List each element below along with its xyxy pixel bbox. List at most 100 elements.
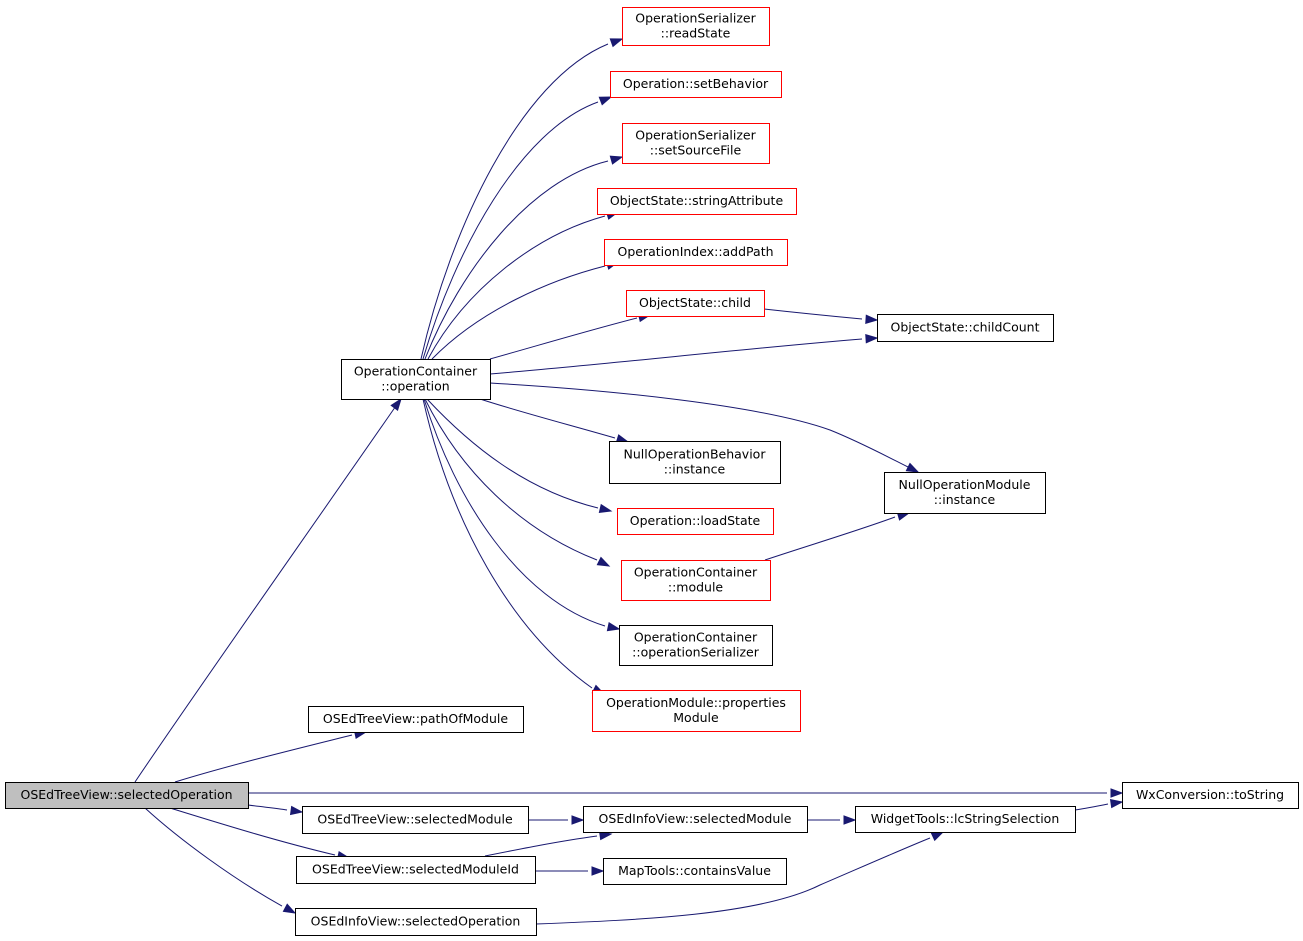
- node-lcStringSelection[interactable]: WidgetTools::lcStringSelection: [855, 806, 1076, 833]
- edge-line: [484, 835, 598, 857]
- edge-line: [134, 402, 399, 783]
- node-label: ObjectState::child: [639, 295, 751, 310]
- arrowhead-icon: [571, 815, 585, 825]
- edge-line: [422, 398, 593, 689]
- node-containsValue[interactable]: MapTools::containsValue: [603, 858, 787, 885]
- arrowhead-icon: [843, 815, 857, 825]
- node-nullModule[interactable]: NullOperationModule::instance: [884, 472, 1046, 514]
- edge-opcont_operation-to-opSerializer: [423, 398, 621, 632]
- node-box[interactable]: [592, 690, 801, 732]
- edge-selectedModuleId-to-containsValue: [535, 866, 605, 876]
- arrowhead-icon: [606, 621, 621, 632]
- node-box[interactable]: [855, 806, 1076, 833]
- edge-selectedOperation-to-opcont_operation: [134, 397, 402, 783]
- node-box[interactable]: [302, 806, 529, 834]
- node-toString[interactable]: WxConversion::toString: [1122, 782, 1299, 809]
- arrowhead-icon: [282, 903, 297, 914]
- node-selectedOperation[interactable]: OSEdTreeView::selectedOperation: [5, 782, 249, 809]
- node-box[interactable]: [877, 314, 1054, 342]
- node-stringAttribute[interactable]: ObjectState::stringAttribute: [597, 188, 797, 215]
- node-box[interactable]: [626, 290, 765, 317]
- node-box[interactable]: [622, 123, 770, 164]
- node-box[interactable]: [295, 908, 537, 936]
- arrowhead-icon: [865, 314, 879, 324]
- node-label: OSEdInfoView::selectedOperation: [311, 914, 521, 929]
- node-label: ::operation: [381, 379, 449, 394]
- edge-line: [479, 398, 616, 439]
- edge-opcont_operation-to-addPath: [431, 260, 620, 360]
- node-label: ::operationSerializer: [632, 645, 760, 660]
- node-label: ::instance: [664, 462, 726, 477]
- node-box[interactable]: [5, 782, 249, 809]
- node-label: OperationSerializer: [635, 128, 756, 143]
- edge-line: [431, 265, 606, 360]
- edge-selectedOperation-to-info_selectedOperation: [144, 807, 297, 914]
- arrowhead-icon: [930, 831, 945, 842]
- node-box[interactable]: [621, 560, 771, 601]
- node-setBehavior[interactable]: Operation::setBehavior: [610, 71, 782, 98]
- edge-opcont_operation-to-child: [489, 312, 652, 360]
- node-tree_selectedModule[interactable]: OSEdTreeView::selectedModule: [302, 806, 529, 834]
- node-box[interactable]: [1122, 782, 1299, 809]
- edge-line: [424, 160, 609, 360]
- edge-selectedModuleId-to-info_selectedModule: [484, 830, 613, 857]
- node-box[interactable]: [884, 472, 1046, 514]
- edge-line: [169, 807, 336, 856]
- edge-tree_selectedModule-to-info_selectedModule: [528, 815, 585, 825]
- edge-line: [423, 398, 606, 627]
- node-opSerializer[interactable]: OperationContainer::operationSerializer: [619, 625, 773, 666]
- node-box[interactable]: [609, 441, 781, 484]
- node-label: Operation::loadState: [630, 513, 761, 528]
- node-box[interactable]: [583, 806, 808, 833]
- node-childCount[interactable]: ObjectState::childCount: [877, 314, 1054, 342]
- node-label: OperationContainer: [634, 630, 758, 645]
- node-child[interactable]: ObjectState::child: [626, 290, 765, 317]
- node-label: ::instance: [934, 492, 996, 507]
- edge-info_selectedOperation-to-lcStringSelection: [535, 831, 945, 925]
- node-label: NullOperationModule: [899, 477, 1031, 492]
- node-box[interactable]: [341, 359, 491, 400]
- node-setSourceFile[interactable]: OperationSerializer::setSourceFile: [622, 123, 770, 164]
- edge-line: [422, 101, 599, 360]
- node-readState[interactable]: OperationSerializer::readState: [622, 7, 770, 46]
- node-label: ::module: [668, 580, 724, 595]
- edge-line: [763, 308, 863, 320]
- edge-line: [420, 43, 609, 360]
- edge-opcont_operation-to-propertiesModule: [422, 398, 606, 695]
- node-loadState[interactable]: Operation::loadState: [617, 508, 774, 535]
- node-selectedModuleId[interactable]: OSEdTreeView::selectedModuleId: [296, 856, 536, 884]
- edge-opcont_operation-to-opcont_module: [424, 398, 611, 567]
- arrowhead-icon: [609, 155, 624, 165]
- node-label: OSEdInfoView::selectedModule: [599, 811, 792, 826]
- node-opcont_module[interactable]: OperationContainer::module: [621, 560, 771, 601]
- node-box[interactable]: [597, 188, 797, 215]
- edge-line: [427, 215, 606, 360]
- node-box[interactable]: [610, 71, 782, 98]
- node-box[interactable]: [617, 508, 774, 535]
- node-label: OSEdTreeView::pathOfModule: [323, 711, 508, 726]
- node-addPath[interactable]: OperationIndex::addPath: [604, 239, 788, 266]
- node-nullBehavior[interactable]: NullOperationBehavior::instance: [609, 441, 781, 484]
- edge-info_selectedModule-to-lcStringSelection: [807, 815, 857, 825]
- node-info_selectedModule[interactable]: OSEdInfoView::selectedModule: [583, 806, 808, 833]
- node-label: OperationSerializer: [635, 11, 756, 26]
- node-label: OperationContainer: [634, 565, 758, 580]
- node-label: Module: [673, 710, 719, 725]
- arrowhead-icon: [598, 96, 613, 106]
- edge-opcont_operation-to-readState: [420, 38, 624, 360]
- node-box[interactable]: [604, 239, 788, 266]
- node-pathOfModule[interactable]: OSEdTreeView::pathOfModule: [308, 706, 524, 733]
- node-info_selectedOperation[interactable]: OSEdInfoView::selectedOperation: [295, 908, 537, 936]
- node-box[interactable]: [296, 856, 536, 884]
- node-box[interactable]: [622, 7, 770, 46]
- node-box[interactable]: [308, 706, 524, 733]
- node-label: OSEdTreeView::selectedModuleId: [312, 862, 519, 877]
- edge-opcont_operation-to-loadState: [426, 398, 613, 514]
- node-opcont_operation[interactable]: OperationContainer::operation: [341, 359, 491, 400]
- edge-opcont_operation-to-nullBehavior: [479, 398, 630, 444]
- edge-selectedOperation-to-pathOfModule: [174, 729, 368, 783]
- node-box[interactable]: [619, 625, 773, 666]
- edge-line: [1074, 803, 1109, 811]
- node-box[interactable]: [603, 858, 787, 885]
